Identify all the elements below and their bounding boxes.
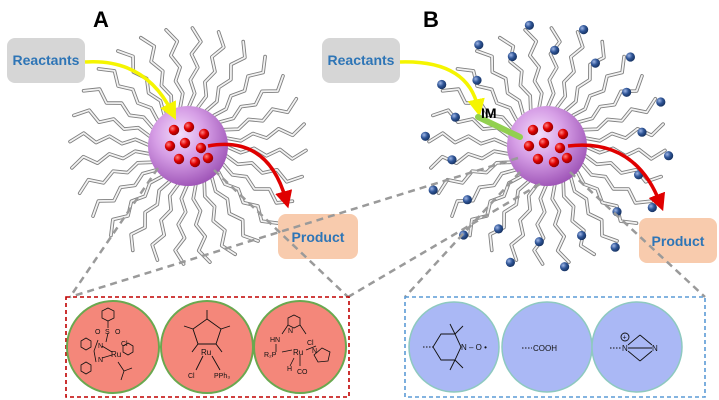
im-connector [475, 114, 523, 140]
svg-text:PPh₃: PPh₃ [214, 373, 230, 380]
catalyst-a2: Ru Cl PPh₃ [160, 300, 254, 394]
svg-text:Ru: Ru [293, 348, 303, 357]
svg-text:Cl: Cl [121, 341, 128, 348]
svg-text:Ru: Ru [111, 350, 121, 359]
svg-text:N: N [98, 343, 103, 350]
reactants-label-a: Reactants [13, 52, 80, 68]
product-arrow-b [567, 143, 666, 212]
product-box-b [639, 218, 717, 263]
reactants-label-b: Reactants [328, 52, 395, 68]
catalyst-frame-b: N – O • COOH N + N [404, 296, 706, 398]
catalyst-frame-a: S O O N N Ru Cl Ru Cl PPh₃ [65, 296, 350, 398]
reactants-box-a [7, 38, 85, 83]
catalyst-sites-b [523, 121, 573, 168]
svg-text:Ru: Ru [201, 348, 211, 357]
panel-b-letter: B [423, 7, 439, 32]
panel-b: B Reactants IM Product [322, 7, 717, 272]
svg-text:Cl: Cl [307, 340, 314, 347]
panel-a: A Reactants Product [7, 7, 358, 266]
svg-text:N: N [652, 344, 658, 353]
svg-text:O: O [115, 329, 121, 336]
reactant-arrow-b [399, 60, 485, 117]
svg-text:N: N [98, 357, 103, 364]
catalyst-b1: N – O • [408, 301, 500, 393]
catalyst-a3: N HN R₂P Ru Cl H CO N [253, 300, 347, 394]
im-label: IM [481, 105, 497, 121]
product-arrow-a [207, 142, 293, 209]
reactant-arrow-a [84, 60, 176, 120]
svg-text:N: N [461, 343, 467, 352]
catalyst-b3: N + N [591, 301, 683, 393]
svg-text:S: S [105, 329, 110, 336]
svg-text:– O •: – O • [469, 343, 487, 352]
svg-text:H: H [287, 366, 292, 373]
svg-text:Cl: Cl [188, 373, 195, 380]
svg-text:O: O [95, 329, 101, 336]
svg-text:COOH: COOH [533, 344, 557, 353]
svg-text:CO: CO [297, 369, 308, 376]
reactants-box-b [322, 38, 400, 83]
product-label-a: Product [292, 229, 345, 245]
svg-text:+: + [623, 335, 627, 342]
svg-text:R₂P: R₂P [264, 352, 277, 359]
surfactant-tails-a [68, 26, 308, 266]
catalyst-b2: COOH [501, 301, 593, 393]
svg-text:N: N [312, 348, 317, 355]
catalyst-a1: S O O N N Ru Cl [66, 300, 160, 394]
svg-text:N: N [622, 344, 628, 353]
svg-text:N: N [288, 328, 293, 335]
panel-a-letter: A [93, 7, 109, 32]
svg-text:HN: HN [270, 337, 280, 344]
zoom-lines [68, 156, 706, 299]
product-label-b: Product [652, 233, 705, 249]
catalyst-sites-a [164, 121, 214, 168]
